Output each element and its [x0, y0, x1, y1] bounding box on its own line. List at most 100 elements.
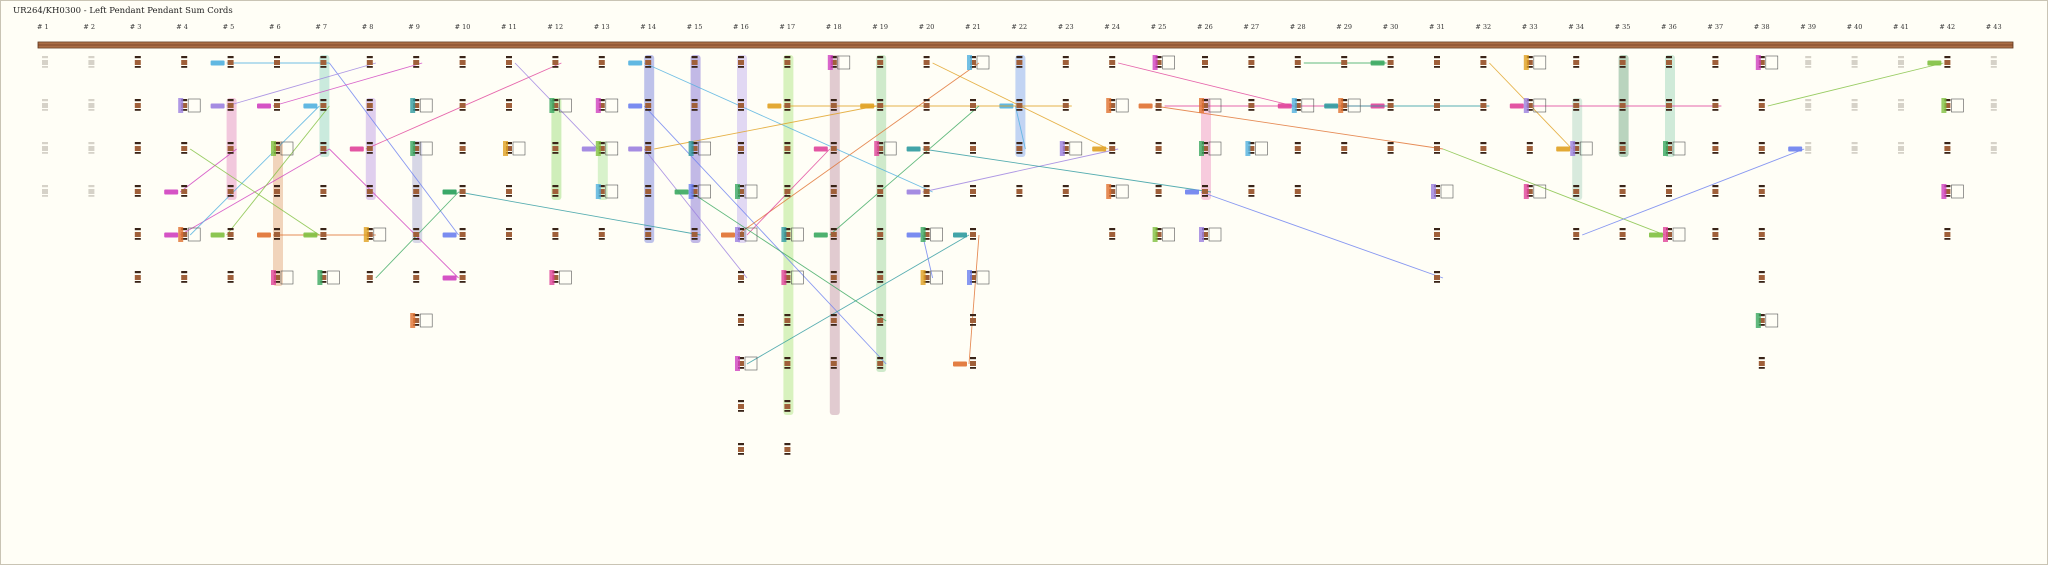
cord-mark: [877, 99, 884, 102]
pendant-cord: [1106, 184, 1129, 199]
cord-mark: [181, 185, 188, 188]
cord-sum-box: [280, 270, 294, 285]
cord-body: [645, 232, 652, 237]
pendant-cord: [1666, 185, 1672, 197]
cord-mark: [459, 271, 466, 274]
sum-link: [189, 148, 320, 236]
pendant-cord: [1851, 99, 1858, 111]
cord-mark: [227, 271, 234, 274]
pendant-cord: [1898, 142, 1904, 154]
pendant-cord: [227, 142, 234, 154]
cord-mark: [1619, 99, 1626, 102]
cord-mark: [181, 281, 188, 283]
cord-body: [42, 103, 48, 108]
cord-color-tag: [595, 98, 601, 113]
cord-mark: [830, 367, 837, 369]
sum-link: [329, 62, 459, 236]
cord-body: [1805, 60, 1812, 65]
cord-body: [552, 60, 559, 65]
pendant-cord: [1294, 185, 1301, 197]
cord-mark: [970, 152, 976, 154]
cord-mark: [413, 109, 420, 111]
cord-mark: [830, 357, 837, 360]
cord-mark: [923, 271, 930, 274]
cord-sum-box: [930, 270, 943, 285]
cord-mark: [784, 410, 791, 412]
pendant-cord: [598, 228, 605, 240]
cord-body: [413, 189, 420, 194]
cord-mark: [830, 152, 837, 154]
cord-mark: [784, 142, 791, 145]
cord-body: [320, 232, 327, 237]
cord-mark: [1526, 142, 1533, 145]
cord-body: [227, 60, 234, 65]
cord-sum-box: [605, 98, 619, 113]
pendant-cord: [923, 56, 930, 68]
cord-mark: [274, 271, 280, 274]
cord-mark: [1526, 152, 1533, 154]
cord-mark: [366, 271, 373, 274]
link-tag: [1509, 103, 1524, 109]
cord-body: [42, 146, 48, 151]
pendant-cord: [320, 99, 327, 111]
link-tag: [1277, 103, 1292, 109]
sum-link: [644, 62, 933, 193]
pendant-cord: [1898, 56, 1904, 68]
cord-body: [320, 275, 327, 280]
pendant-cord: [1062, 185, 1069, 197]
cord-mark: [1805, 56, 1812, 59]
cord-mark: [691, 238, 698, 240]
cord-mark: [877, 314, 884, 317]
cord-body: [1434, 146, 1440, 151]
cord-color-tag: [781, 227, 787, 242]
link-tag: [860, 103, 875, 109]
cord-mark: [1434, 66, 1440, 68]
cord-body: [738, 60, 744, 65]
cord-sum-box: [1255, 141, 1268, 156]
cord-body: [784, 146, 791, 151]
cord-body: [134, 232, 141, 237]
cord-color-tag: [1523, 184, 1529, 199]
link-tag: [164, 189, 179, 195]
cord-mark: [1248, 195, 1255, 197]
cord-body: [552, 232, 559, 237]
pendant-cord: [181, 142, 188, 154]
cord-mark: [1666, 185, 1672, 188]
cord-body: [830, 146, 837, 151]
cord-mark: [738, 271, 744, 274]
cord-mark: [691, 185, 698, 188]
cord-body: [134, 275, 141, 280]
cord-mark: [552, 185, 559, 188]
cord-mark: [738, 228, 744, 231]
cord-mark: [181, 56, 188, 59]
cord-mark: [1016, 185, 1023, 188]
cord-mark: [320, 152, 327, 154]
cord-mark: [1758, 281, 1765, 283]
cord-body: [1109, 60, 1116, 65]
link-tag: [906, 189, 921, 195]
cord-mark: [506, 185, 512, 188]
cord-mark: [830, 238, 837, 240]
cord-body: [877, 103, 884, 108]
cord-body: [1526, 103, 1533, 108]
cord-mark: [320, 238, 327, 240]
cord-mark: [1526, 66, 1533, 68]
cord-body: [1712, 232, 1719, 237]
cord-body: [784, 60, 791, 65]
cord-mark: [1619, 152, 1626, 154]
cord-body: [970, 103, 976, 108]
cord-mark: [1712, 99, 1719, 102]
pendant-cord: [459, 185, 466, 197]
cord-color-tag: [410, 313, 416, 328]
cord-mark: [784, 367, 791, 369]
cord-mark: [830, 228, 837, 231]
pendant-cord: [874, 141, 897, 156]
sum-link: [1767, 62, 1944, 107]
link-tag: [1324, 103, 1339, 109]
cord-mark: [1898, 56, 1904, 59]
pendant-cord: [1663, 141, 1686, 156]
pendant-cord: [920, 227, 943, 242]
pendant-cord: [970, 357, 976, 369]
cord-mark: [552, 66, 559, 68]
cord-body: [1851, 146, 1858, 151]
